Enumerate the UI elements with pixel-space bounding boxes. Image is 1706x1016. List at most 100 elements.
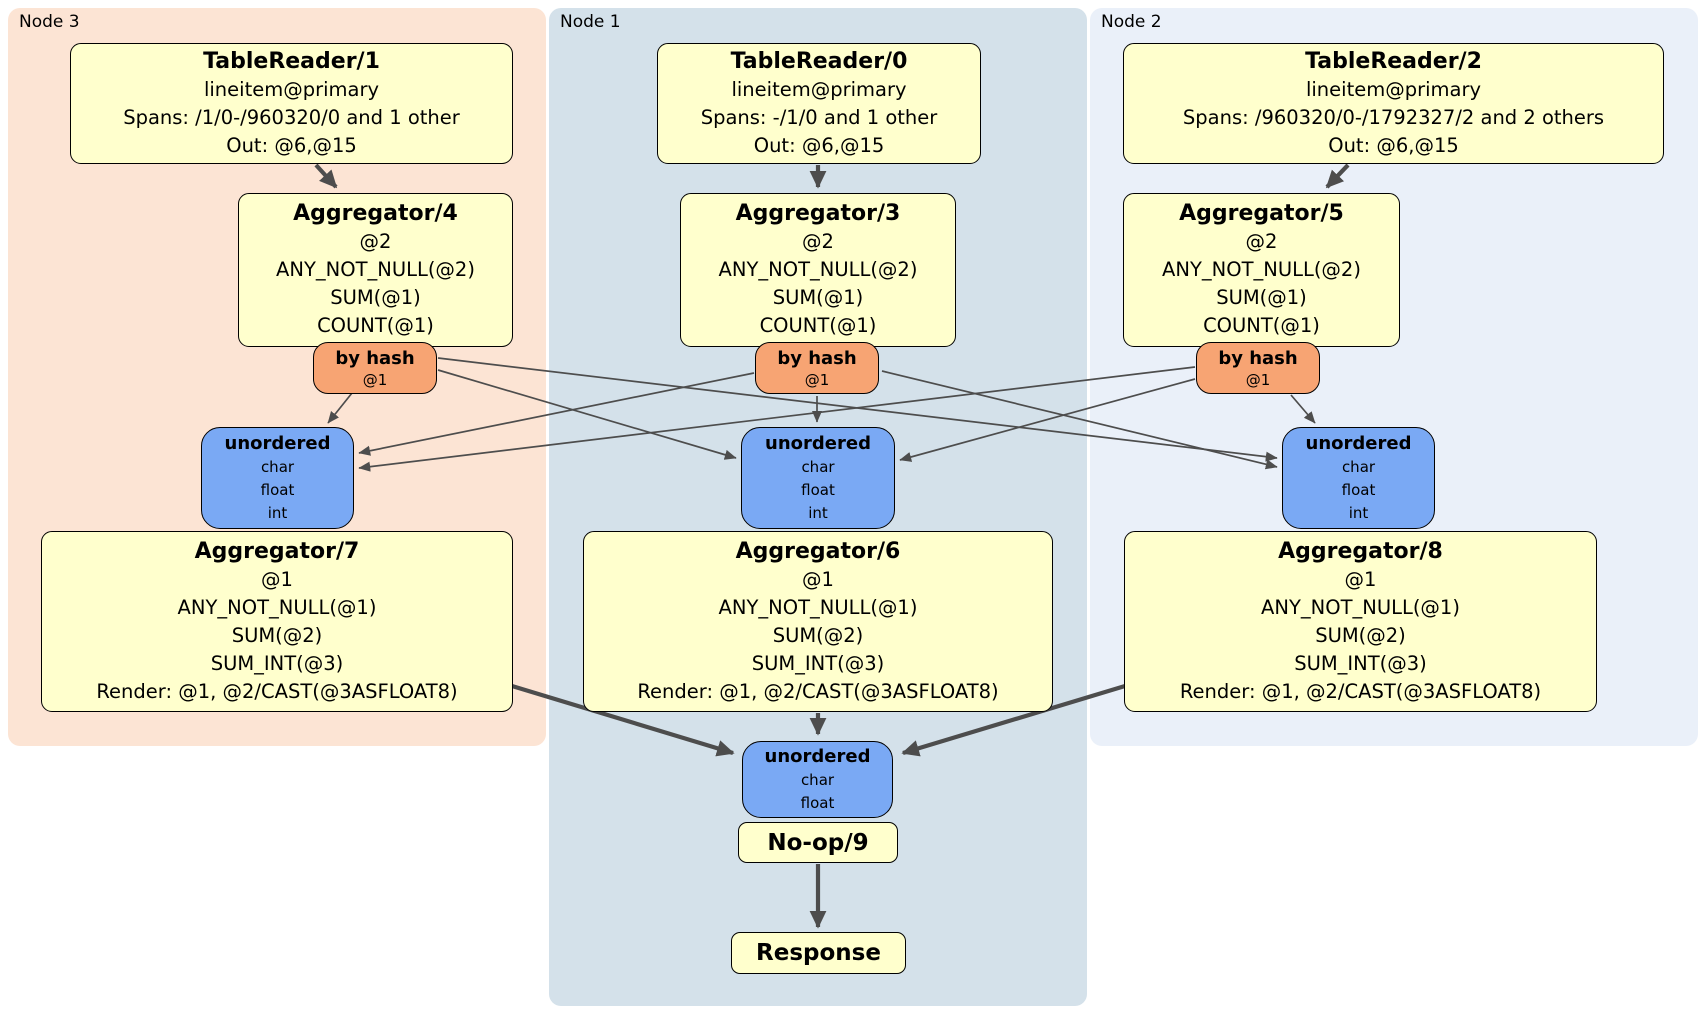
aggregator6-box: Aggregator/6 @1 ANY_NOT_NULL(@1) SUM(@2)…	[583, 531, 1053, 712]
processor-detail: ANY_NOT_NULL(@2)	[718, 258, 918, 281]
processor-detail: Render: @1, @2/CAST(@3ASFLOAT8)	[637, 679, 999, 703]
aggregator7-box: Aggregator/7 @1 ANY_NOT_NULL(@1) SUM(@2)…	[41, 531, 513, 712]
edge-tr1-agg4	[314, 163, 338, 189]
processor-title: Aggregator/8	[1278, 538, 1443, 564]
tablereader2-box: TableReader/2 lineitem@primary Spans: /9…	[1123, 43, 1664, 164]
aggregator5-box: Aggregator/5 @2 ANY_NOT_NULL(@2) SUM(@1)…	[1123, 193, 1400, 347]
region-node3-label: Node 3	[19, 12, 80, 32]
region-node2-label: Node 2	[1101, 12, 1162, 32]
sync-detail: char	[260, 458, 295, 476]
processor-detail: Out: @6,@15	[1328, 133, 1459, 157]
processor-title: Aggregator/3	[735, 201, 901, 226]
response-box: Response	[731, 932, 906, 974]
processor-detail: SUM_INT(@3)	[751, 651, 885, 675]
processor-detail: lineitem@primary	[1305, 77, 1482, 101]
aggregator8-box: Aggregator/8 @1 ANY_NOT_NULL(@1) SUM(@2)…	[1124, 531, 1597, 712]
unordered-sync-node1: unordered char float int	[741, 427, 895, 529]
edge-hash2-sync1	[899, 378, 1196, 462]
processor-detail: SUM(@1)	[330, 286, 421, 309]
hash-router-node1: by hash @1	[755, 342, 879, 394]
processor-detail: SUM(@2)	[1315, 623, 1406, 647]
processor-detail: Render: @1, @2/CAST(@3ASFLOAT8)	[96, 679, 458, 703]
edge-hash1-sync2	[881, 370, 1278, 470]
processor-title: TableReader/0	[730, 48, 908, 74]
processor-detail: SUM(@1)	[772, 286, 864, 309]
sync-detail: float	[1341, 481, 1376, 499]
processor-detail: @2	[359, 230, 392, 253]
aggregator3-box: Aggregator/3 @2 ANY_NOT_NULL(@2) SUM(@1)…	[680, 193, 956, 347]
edge-hash3-sync3	[327, 392, 353, 424]
processor-title: Aggregator/7	[194, 538, 360, 564]
sync-title: unordered	[224, 433, 331, 454]
unordered-sync-final: unordered char float	[742, 741, 893, 818]
processor-detail: SUM_INT(@3)	[210, 651, 344, 675]
router-detail: @1	[804, 370, 830, 389]
edge-hash2-sync2	[1290, 394, 1316, 424]
processor-detail: lineitem@primary	[731, 77, 907, 101]
edge-hash3-sync1	[437, 369, 737, 460]
processor-detail: COUNT(@1)	[317, 314, 434, 337]
processor-detail: Spans: -/1/0 and 1 other	[700, 105, 938, 129]
unordered-sync-node2: unordered char float int	[1282, 427, 1435, 529]
sync-detail: float	[260, 481, 295, 499]
edge-agg7-syncfinal	[511, 683, 735, 757]
sync-detail: int	[267, 504, 288, 522]
sync-title: unordered	[765, 433, 871, 454]
processor-detail: Out: @6,@15	[226, 133, 357, 157]
router-detail: @1	[362, 370, 388, 389]
processor-detail: COUNT(@1)	[1203, 314, 1320, 337]
hash-router-node3: by hash @1	[313, 342, 437, 394]
sync-detail: int	[808, 504, 828, 522]
router-title: by hash	[335, 347, 415, 369]
processor-detail: SUM(@2)	[231, 623, 323, 647]
processor-detail: ANY_NOT_NULL(@2)	[276, 258, 475, 281]
sync-title: unordered	[764, 746, 871, 767]
hash-router-node2: by hash @1	[1196, 342, 1320, 394]
processor-detail: ANY_NOT_NULL(@1)	[718, 595, 918, 619]
edge-agg8-syncfinal	[901, 683, 1126, 757]
sync-detail: float	[801, 481, 835, 499]
processor-detail: Render: @1, @2/CAST(@3ASFLOAT8)	[1179, 679, 1542, 703]
processor-detail: @2	[1245, 230, 1278, 253]
sync-title: unordered	[1305, 433, 1412, 454]
processor-title: TableReader/1	[203, 48, 380, 74]
processor-title: Response	[756, 940, 881, 966]
processor-detail: SUM_INT(@3)	[1294, 651, 1427, 675]
sync-detail: int	[1348, 504, 1369, 522]
processor-title: Aggregator/5	[1179, 201, 1344, 226]
region-node1-label: Node 1	[560, 12, 621, 32]
processor-detail: Spans: /960320/0-/1792327/2 and 2 others	[1182, 105, 1605, 129]
processor-detail: Spans: /1/0-/960320/0 and 1 other	[123, 105, 460, 129]
unordered-sync-node3: unordered char float int	[201, 427, 354, 529]
processor-detail: COUNT(@1)	[759, 314, 877, 337]
router-detail: @1	[1245, 370, 1271, 389]
processor-title: No-op/9	[767, 829, 869, 856]
processor-title: Aggregator/6	[735, 538, 901, 564]
processor-detail: @1	[1344, 567, 1377, 591]
processor-detail: ANY_NOT_NULL(@1)	[177, 595, 377, 619]
tablereader0-box: TableReader/0 lineitem@primary Spans: -/…	[657, 43, 981, 164]
processor-detail: @2	[802, 230, 834, 253]
processor-detail: @1	[261, 567, 293, 591]
edge-tr2-agg5	[1325, 163, 1350, 189]
processor-detail: @1	[802, 567, 834, 591]
sync-detail: char	[800, 771, 835, 789]
router-title: by hash	[777, 347, 857, 369]
sync-detail: float	[800, 794, 835, 812]
processor-detail: lineitem@primary	[203, 77, 380, 101]
processor-title: Aggregator/4	[293, 201, 458, 226]
sync-detail: char	[1341, 458, 1376, 476]
processor-detail: SUM(@1)	[1216, 286, 1307, 309]
aggregator4-box: Aggregator/4 @2 ANY_NOT_NULL(@2) SUM(@1)…	[238, 193, 513, 347]
processor-detail: ANY_NOT_NULL(@1)	[1261, 595, 1460, 619]
router-title: by hash	[1218, 347, 1298, 369]
processor-detail: Out: @6,@15	[753, 133, 885, 157]
processor-detail: SUM(@2)	[772, 623, 864, 647]
processor-detail: ANY_NOT_NULL(@2)	[1162, 258, 1361, 281]
processor-title: TableReader/2	[1305, 48, 1482, 74]
noop-box: No-op/9	[738, 822, 898, 863]
tablereader1-box: TableReader/1 lineitem@primary Spans: /1…	[70, 43, 513, 164]
sync-detail: char	[801, 458, 835, 476]
